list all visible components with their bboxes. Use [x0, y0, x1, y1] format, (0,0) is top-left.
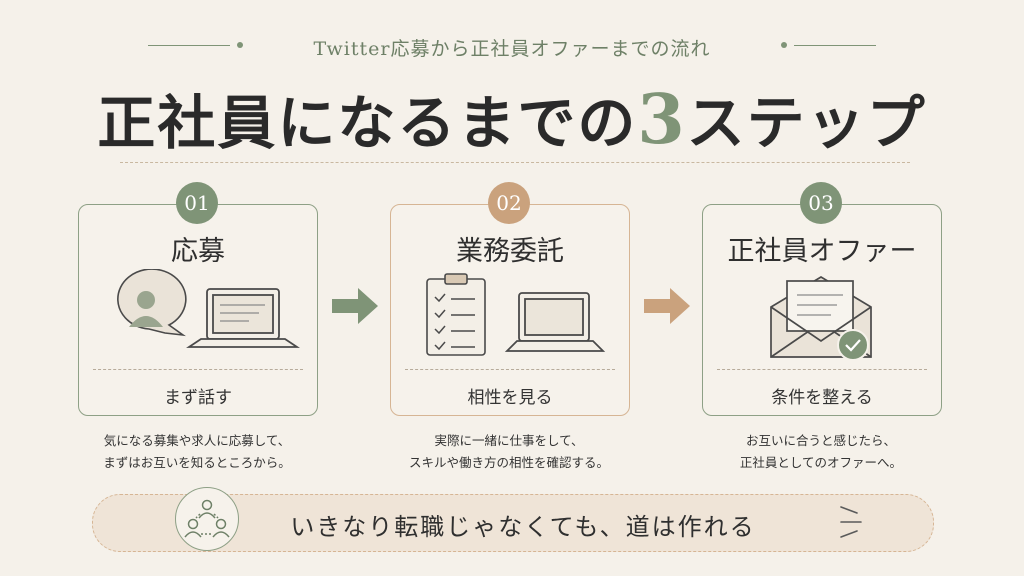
- step-divider-3: [717, 369, 927, 370]
- step-desc-2-line-2: スキルや働き方の相性を確認する。: [408, 455, 609, 470]
- step-desc-1: 気になる募集や求人に応募して、 まずはお互いを知るところから。: [47, 430, 347, 474]
- step-card-1: 応募 まず話す: [78, 204, 318, 416]
- title-number: 3: [637, 80, 687, 160]
- header-dot-right: [781, 42, 787, 48]
- chat-laptop-icon: [117, 269, 300, 348]
- header-line-right: [794, 45, 876, 46]
- banner-message: いきなり転職じゃなくても、道は作れる: [290, 513, 756, 541]
- step-card-3: 正社員オファー 条件を整える: [702, 204, 942, 416]
- step-footer-2: 相性を見る: [467, 388, 553, 408]
- step-desc-3-line-1: お互いに合うと感じたら、: [745, 433, 896, 448]
- step-desc-3-line-2: 正社員としてのオファーへ。: [739, 455, 903, 470]
- envelope-check-icon: [770, 276, 872, 361]
- arrow-right-icon: [332, 288, 378, 324]
- page-title: 正社員になるまでの3ステップ: [0, 76, 1024, 160]
- header-dot-left: [237, 42, 243, 48]
- step-desc-2: 実際に一緒に仕事をして、 スキルや働き方の相性を確認する。: [359, 430, 659, 474]
- arrow-right-icon: [644, 288, 690, 324]
- title-prefix: 正社員になるまでの: [97, 89, 638, 157]
- step-footer-3: 条件を整える: [771, 388, 873, 408]
- people-network-icon: [175, 487, 239, 551]
- step-divider-1: [93, 369, 303, 370]
- step-card-2: 業務委託 相性を見る: [390, 204, 630, 416]
- step-title-1: 応募: [171, 236, 225, 267]
- step-desc-2-line-1: 実際に一緒に仕事をして、: [434, 433, 584, 448]
- step-desc-1-line-2: まずはお互いを知るところから。: [103, 455, 291, 470]
- message-banner: いきなり転職じゃなくても、道は作れる: [92, 487, 934, 552]
- step-desc-3: お互いに合うと感じたら、 正社員としてのオファーへ。: [671, 430, 971, 474]
- step-footer-1: まず話す: [164, 388, 232, 408]
- step-badge-2: 02: [488, 182, 530, 224]
- step-desc-1-line-1: 気になる募集や求人に応募して、: [103, 433, 291, 448]
- subtitle: Twitter応募から正社員オファーまでの流れ: [313, 38, 711, 60]
- step-divider-2: [405, 369, 615, 370]
- title-divider: [120, 162, 910, 163]
- step-badge-1: 01: [176, 182, 218, 224]
- step-badge-3: 03: [800, 182, 842, 224]
- emphasis-lines-icon: [840, 506, 862, 538]
- step-title-3: 正社員オファー: [727, 236, 917, 267]
- title-suffix: ステップ: [686, 89, 927, 157]
- header-line-left: [148, 45, 230, 46]
- step-title-2: 業務委託: [456, 236, 564, 267]
- clipboard-laptop-icon: [426, 273, 606, 356]
